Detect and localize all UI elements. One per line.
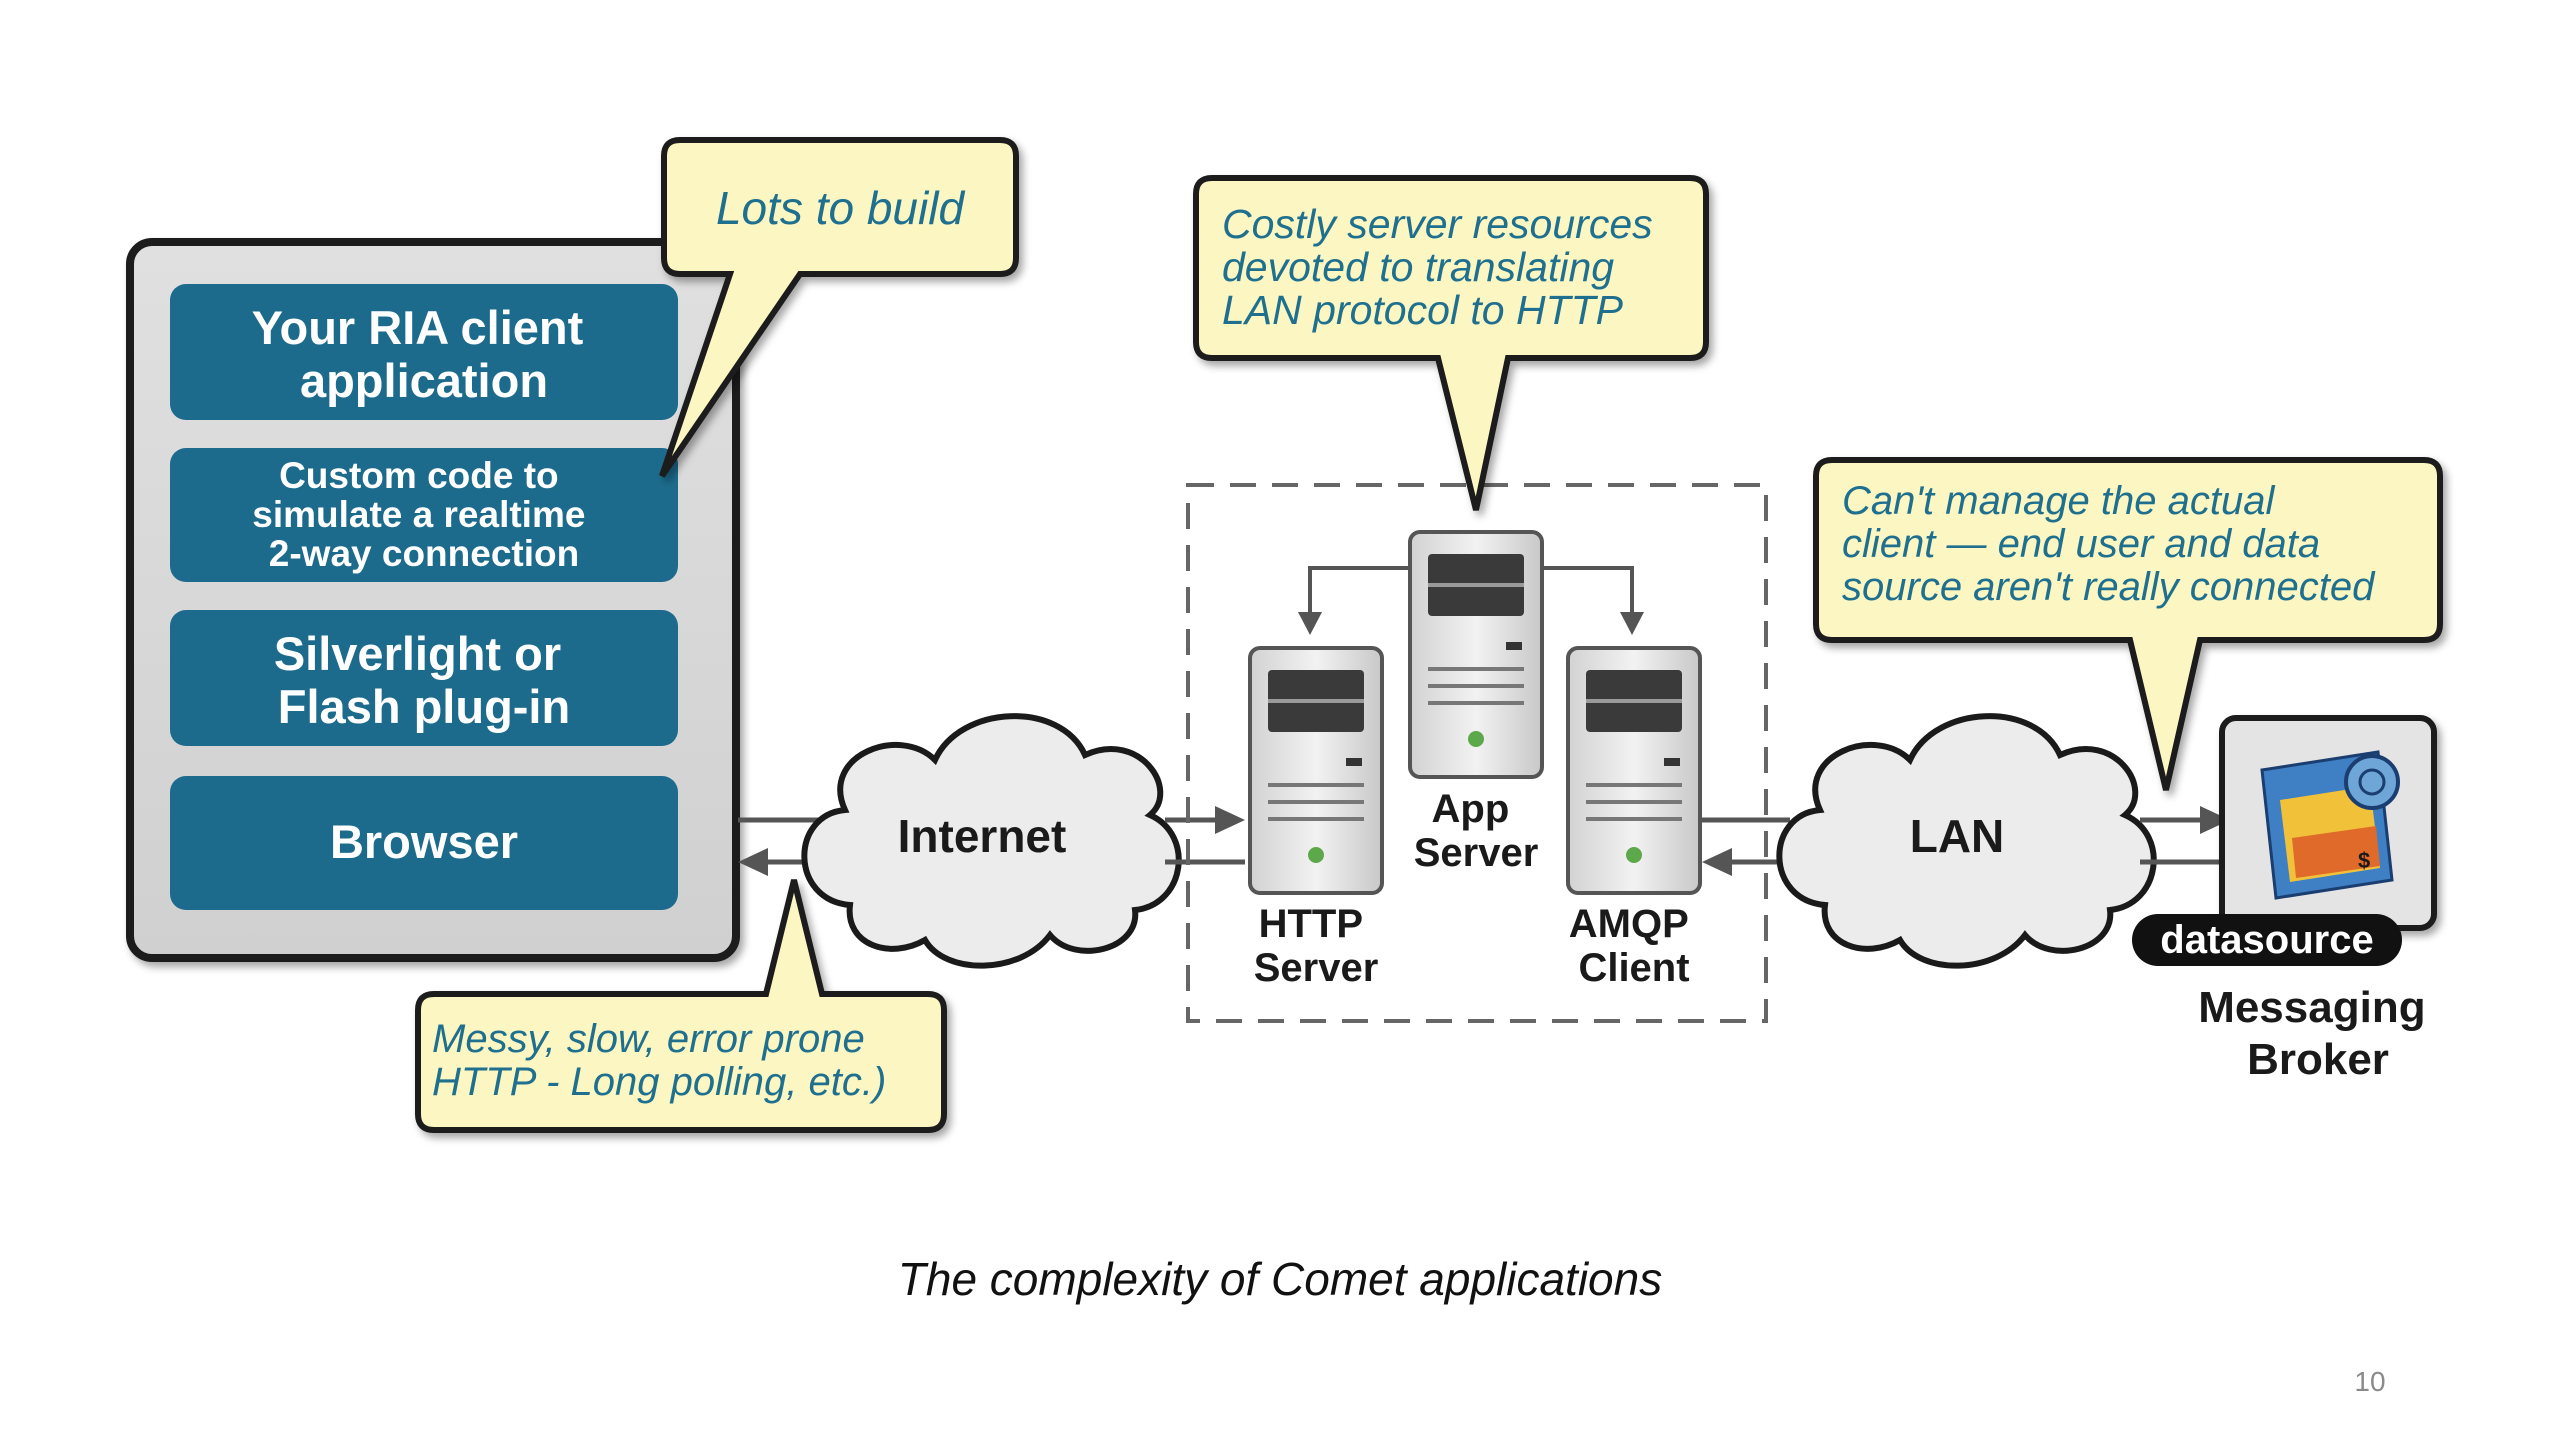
app-server-line-2: Server [1414, 831, 1539, 875]
custom-code-line-3: 2-way connection [269, 533, 579, 574]
svg-text:Your RIA client applic: Your RIA client application [252, 301, 597, 407]
svg-text:Can't manage the actual: Can't manage the actual client — end use… [1842, 479, 2376, 609]
amqp-client-line-2: Client [1578, 946, 1689, 990]
browser-layer: Browser [170, 776, 678, 910]
callout-lots-to-build: Lots to build [659, 137, 1019, 478]
lan-broker-link [2140, 806, 2232, 865]
amqp-lan-link [1702, 817, 1790, 876]
svg-text:Messy, slow, error prone: Messy, slow, error prone HTTP - Long pol… [432, 1017, 886, 1104]
svg-text:HTTP Server: HTTP Server [1254, 902, 1379, 990]
app-server-icon [1408, 530, 1544, 779]
svg-text:Silverlight or Flash p: Silverlight or Flash plug-in [274, 627, 574, 733]
http-server-line-2: Server [1254, 946, 1379, 990]
custom-code-line-1: Custom code to [279, 455, 559, 496]
custom-code-layer: Custom code to simulate a realtime 2-way… [170, 448, 678, 582]
cant-manage-line-3: source aren't really connected [1842, 565, 2376, 609]
svg-text:App Server: App Server [1414, 787, 1539, 875]
page-number: 10 [2354, 1366, 2386, 1397]
svg-text:Custom code to simulat: Custom code to simulate a realtime 2-way… [252, 455, 595, 574]
datasource-badge-label: datasource [2160, 918, 2373, 962]
lots-to-build-text: Lots to build [716, 182, 965, 234]
internet-cloud: Internet [801, 713, 1182, 969]
http-server-line-1: HTTP [1259, 902, 1363, 946]
svg-text:AMQP Client: AMQP Client [1569, 902, 1699, 990]
lan-label: LAN [1910, 810, 2005, 862]
callout-cant-manage: Can't manage the actual client — end use… [1813, 457, 2443, 791]
slide-caption: The complexity of Comet applications [897, 1253, 1663, 1305]
ria-client-line-2: application [300, 354, 548, 407]
internet-label: Internet [898, 810, 1067, 862]
amqp-client-line-1: AMQP [1569, 902, 1688, 946]
envelope-stamp-icon: $ [2260, 750, 2400, 900]
costly-server-line-3: LAN protocol to HTTP [1222, 287, 1624, 333]
ria-client-layer: Your RIA client application [170, 284, 678, 420]
svg-text:Messaging Broker: Messaging Broker [2198, 983, 2438, 1084]
costly-server-line-2: devoted to translating [1222, 244, 1614, 290]
cant-manage-line-2: client — end user and data [1842, 522, 2320, 566]
custom-code-line-2: simulate a realtime [252, 494, 585, 535]
plugin-line-1: Silverlight or [274, 627, 561, 680]
broker-label-line-1: Messaging [2198, 983, 2425, 1032]
app-server-line-1: App [1432, 787, 1510, 831]
plugin-layer: Silverlight or Flash plug-in [170, 610, 678, 746]
plugin-line-2: Flash plug-in [278, 680, 570, 733]
datasource-badge [2132, 914, 2402, 966]
costly-server-line-1: Costly server resources [1222, 201, 1653, 247]
lan-cloud: LAN [1776, 713, 2157, 969]
callout-costly-server: Costly server resources devoted to trans… [1193, 175, 1709, 511]
messy-slow-line-1: Messy, slow, error prone [432, 1017, 865, 1061]
cant-manage-line-1: Can't manage the actual [1842, 479, 2275, 523]
browser-label: Browser [330, 815, 518, 868]
svg-text:Costly server resources: Costly server resources devoted to trans… [1222, 201, 1664, 333]
messy-slow-line-2: HTTP - Long polling, etc.) [432, 1060, 886, 1104]
server-group-boundary [1186, 483, 1768, 1023]
amqp-client-icon [1566, 646, 1702, 895]
callout-messy-slow: Messy, slow, error prone HTTP - Long pol… [415, 879, 947, 1133]
ria-client-line-1: Your RIA client [252, 301, 584, 354]
messaging-broker-icon: $ datasource [2132, 715, 2437, 966]
http-server-icon [1248, 646, 1384, 895]
app-server-fanout [1298, 566, 1644, 635]
client-stack-panel: Your RIA client application Custom code … [126, 238, 740, 962]
svg-text:$: $ [2358, 848, 2370, 873]
broker-label-line-2: Broker [2247, 1035, 2389, 1084]
